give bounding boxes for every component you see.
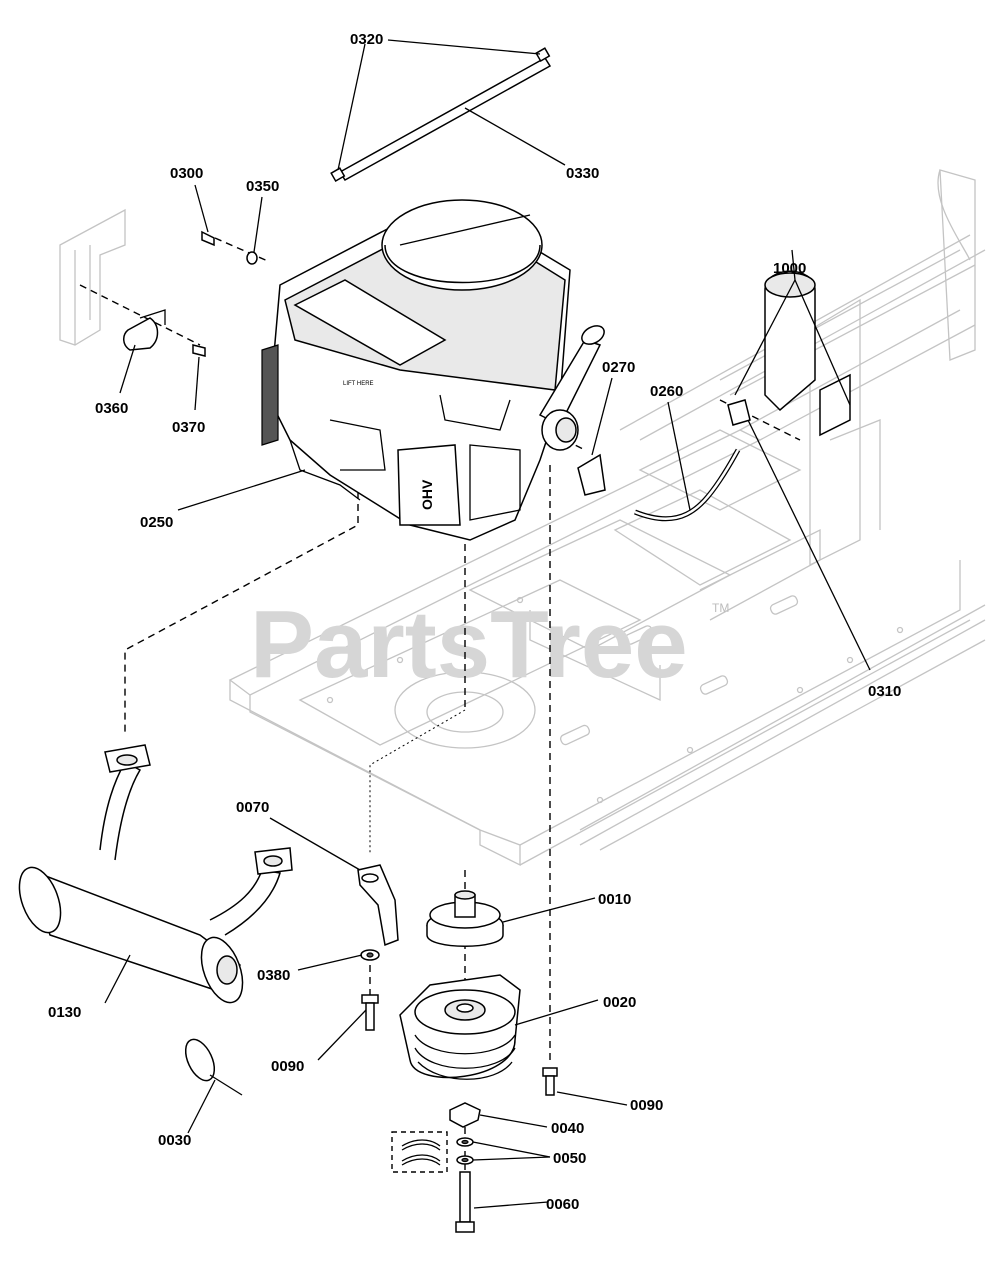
label-0130: 0130 (48, 1004, 81, 1021)
label-0380: 0380 (257, 967, 290, 984)
bracket-parts (357, 864, 558, 1096)
label-0260: 0260 (650, 383, 683, 400)
watermark: PartsTree TM (250, 591, 729, 698)
engine-ohv-decal: OHV (419, 479, 435, 510)
label-0300: 0300 (170, 165, 203, 182)
label-0360: 0360 (95, 400, 128, 417)
engine-assembly: OHV LIFT HERE (261, 199, 605, 541)
watermark-text: PartsTree (250, 591, 688, 698)
leader-lines (104, 39, 871, 1209)
label-1000: 1000 (773, 260, 806, 277)
label-0050: 0050 (553, 1150, 586, 1167)
label-0060: 0060 (546, 1196, 579, 1213)
muffler-part (18, 744, 293, 1004)
label-0020: 0020 (603, 994, 636, 1011)
bottom-hardware (184, 1038, 481, 1233)
label-0330: 0330 (566, 165, 599, 182)
label-0320: 0320 (350, 31, 383, 48)
label-0040: 0040 (551, 1120, 584, 1137)
label-0090-right: 0090 (630, 1097, 663, 1114)
watermark-tm: TM (712, 601, 729, 615)
label-0010: 0010 (598, 891, 631, 908)
label-0270: 0270 (602, 359, 635, 376)
label-0030: 0030 (158, 1132, 191, 1149)
label-0250: 0250 (140, 514, 173, 531)
hardware-parts (123, 47, 851, 522)
label-0350: 0350 (246, 178, 279, 195)
chassis-frame (59, 169, 986, 867)
clutch-assembly (399, 890, 521, 1080)
engine-lift-decal: LIFT HERE (343, 381, 374, 387)
label-0370: 0370 (172, 419, 205, 436)
label-0090-left: 0090 (271, 1058, 304, 1075)
label-0310: 0310 (868, 683, 901, 700)
part-labels: 0320 0330 0300 0350 0360 0370 1000 0270 … (48, 31, 901, 1213)
label-0070: 0070 (236, 799, 269, 816)
